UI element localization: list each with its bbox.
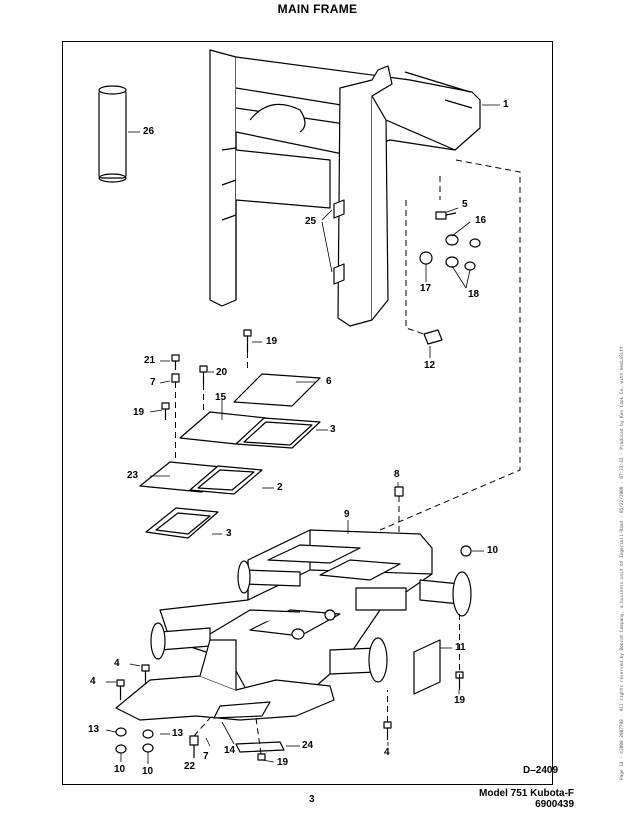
page-title: MAIN FRAME [277, 2, 358, 16]
callout-part-13-left: 13 [88, 724, 100, 735]
part-number: 6900439 [535, 799, 575, 810]
callout-part-19-top: 19 [266, 336, 278, 347]
side-copyright-text: Page 14 · ©2008 2007798 · All rights res… [620, 346, 625, 780]
callout-part-26: 26 [143, 126, 155, 137]
fasteners-5-16-17-18 [419, 211, 481, 271]
callout-part-9: 9 [344, 509, 350, 520]
callout-part-10-left: 10 [114, 764, 126, 775]
callout-part-24: 24 [302, 740, 314, 751]
callout-part-18: 18 [468, 289, 480, 300]
callout-part-5: 5 [462, 199, 468, 210]
callout-part-6: 6 [326, 376, 332, 387]
callout-part-16: 16 [475, 215, 487, 226]
callout-part-21: 21 [144, 355, 156, 366]
callout-part-19-bottom: 19 [277, 757, 289, 768]
callout-part-1: 1 [503, 99, 509, 110]
model-name: Model 751 Kubota-F [479, 788, 575, 799]
diagram-frame [62, 41, 553, 785]
callout-part-12: 12 [424, 360, 436, 371]
bolts-7-19-20-21 [161, 329, 472, 557]
callout-part-4-left: 4 [90, 676, 96, 687]
callout-part-13-right: 13 [172, 728, 184, 739]
axle-assemblies [150, 560, 472, 683]
callout-part-20: 20 [216, 367, 228, 378]
tube-part-26 [98, 85, 127, 183]
page-number: 3 [309, 794, 315, 805]
side-copyright-note: Page 14 · ©2008 2007798 · All rights res… [612, 300, 625, 800]
leader-lines [105, 104, 500, 764]
callout-part-8: 8 [394, 469, 400, 480]
main-frame-weldment-part-1 [209, 49, 481, 327]
callout-part-2: 2 [277, 482, 283, 493]
callout-part-4-bottom: 4 [384, 747, 390, 758]
plate-part-12 [423, 329, 443, 345]
reference-lines [175, 159, 521, 755]
callout-part-19-right: 19 [454, 695, 466, 706]
bar-part-24 [235, 741, 285, 753]
callout-part-3-upper: 3 [330, 424, 336, 435]
callout-part-25: 25 [305, 216, 317, 227]
callout-part-7-top: 7 [150, 377, 156, 388]
callout-part-17: 17 [420, 283, 432, 294]
callout-part-10-center: 10 [142, 766, 154, 777]
cover-plates-2-3-6-15-23 [139, 373, 321, 539]
callout-part-14: 14 [224, 745, 236, 756]
bracket-parts-25 [333, 199, 345, 285]
belly-pan-part-14 [115, 639, 335, 721]
model-info: Model 751 Kubota-F 6900439 [479, 788, 574, 810]
callout-part-19-mid: 19 [133, 407, 145, 418]
callout-part-22: 22 [184, 761, 196, 772]
callout-part-4-upper: 4 [114, 658, 120, 669]
plate-part-11 [413, 639, 441, 695]
diagram-id: D–2409 [523, 765, 559, 776]
callout-part-15: 15 [215, 392, 227, 403]
callout-part-7-bottom: 7 [203, 751, 209, 762]
callout-part-23: 23 [127, 470, 139, 481]
callout-part-11: 11 [455, 642, 466, 653]
callout-part-3-lower: 3 [226, 528, 232, 539]
callout-part-10-right: 10 [487, 545, 499, 556]
